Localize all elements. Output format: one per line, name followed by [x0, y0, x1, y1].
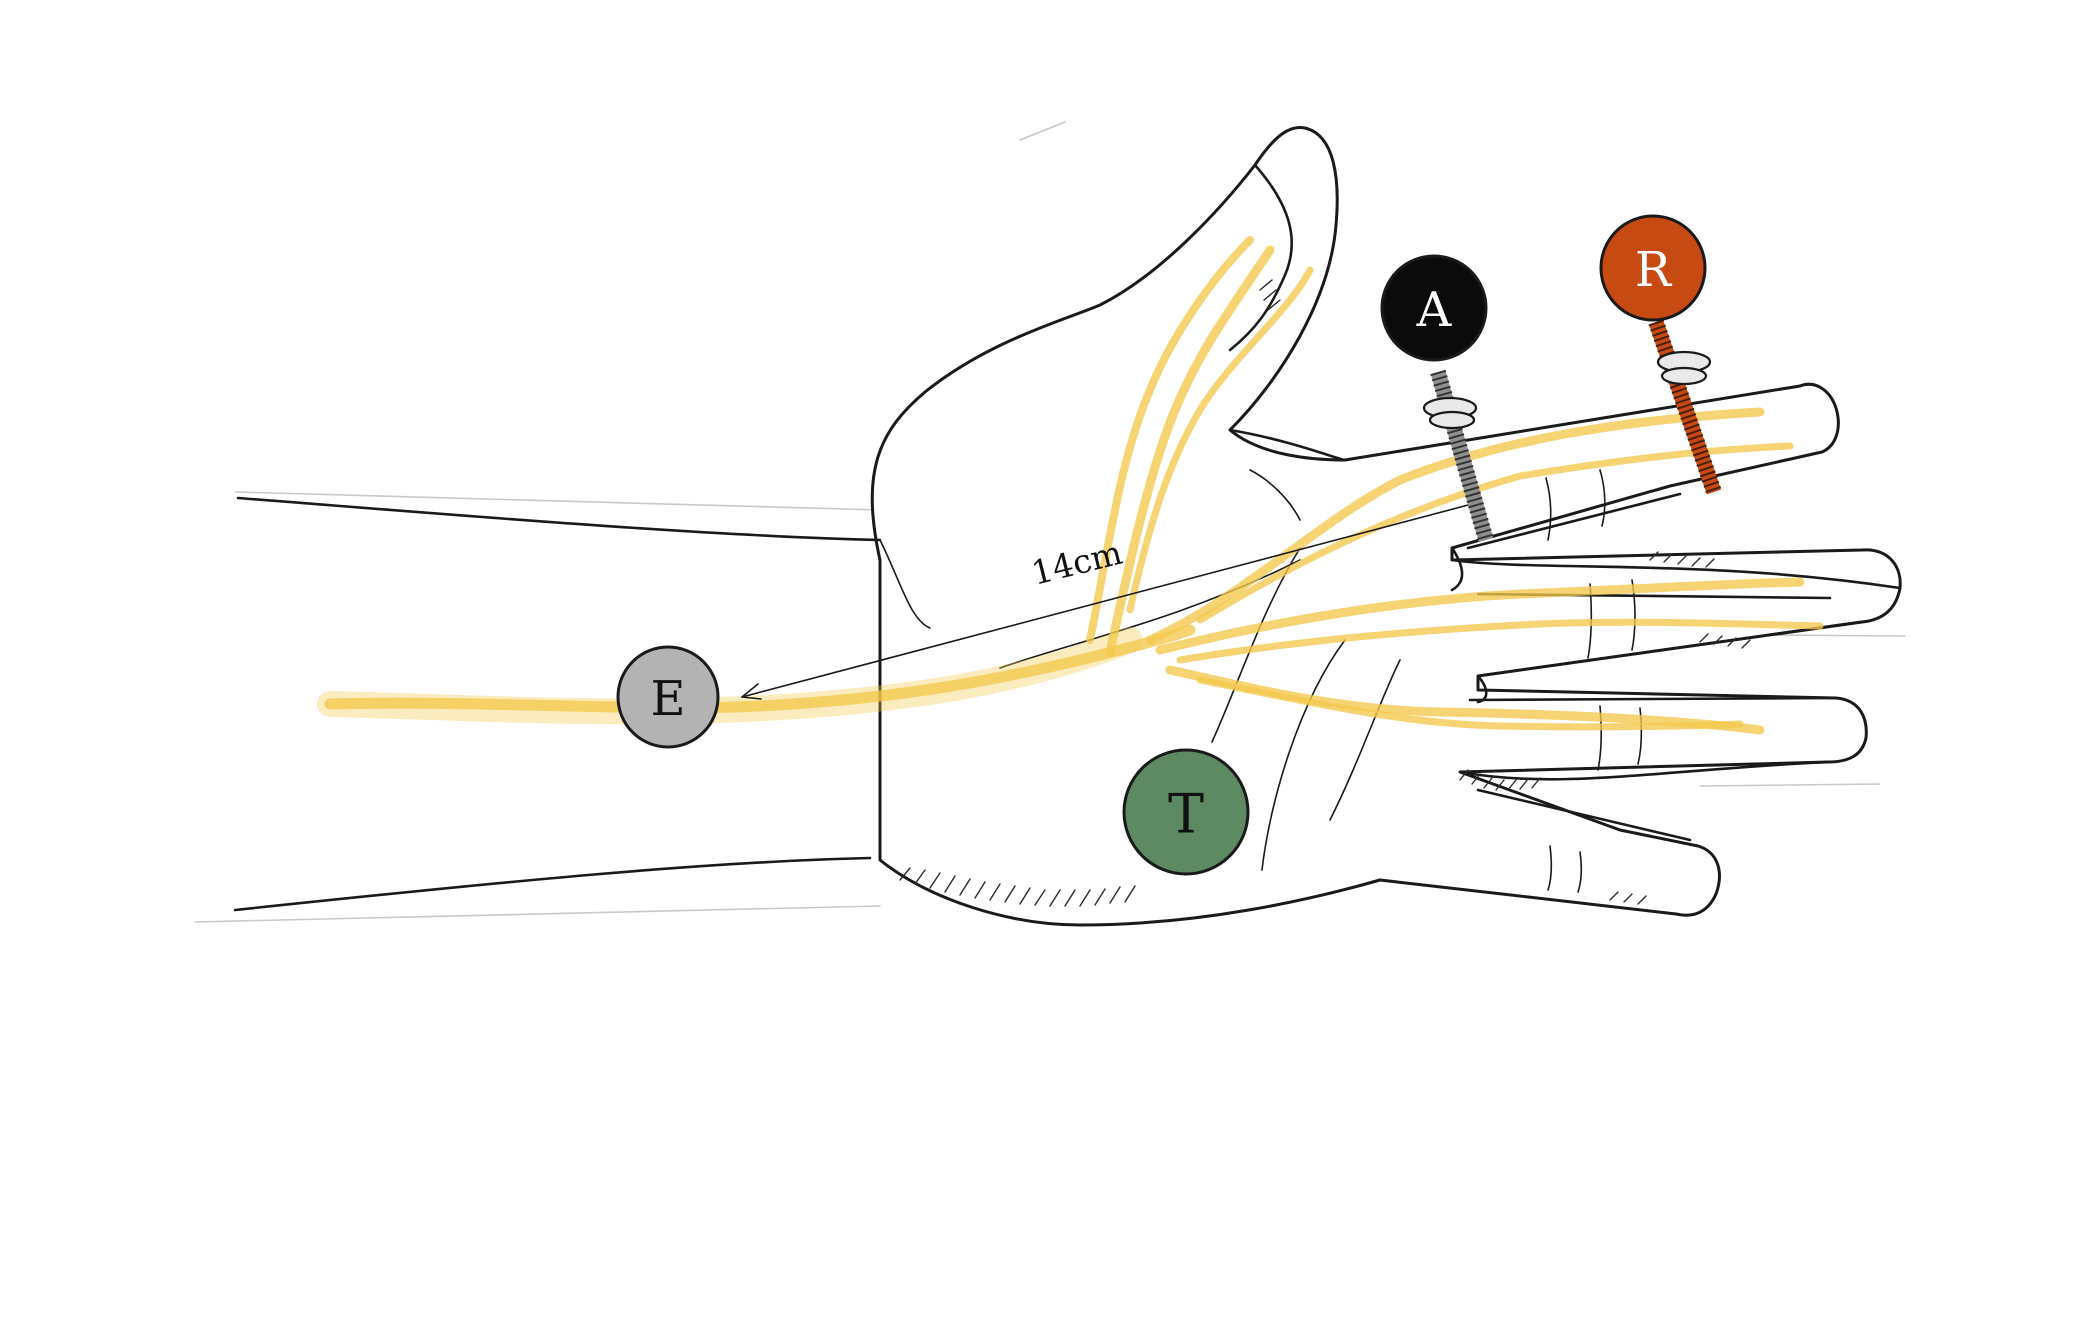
nerve-branch-thumb-1 [1105, 245, 1275, 657]
nerve-branch-thumb-2 [1086, 236, 1254, 644]
measurement-arrowhead [741, 683, 762, 700]
electrode-t-label: T [1168, 783, 1204, 846]
electrode-a-disc [1380, 254, 1488, 362]
electrode-e-disc [616, 645, 720, 749]
ring-electrode-r-clip-lower [1660, 366, 1708, 386]
electrode-r: R [1599, 214, 1707, 322]
nerve-branch-ring-2 [1196, 676, 1744, 731]
electrode-e: E [616, 645, 720, 749]
ring-electrode-r [1648, 319, 1722, 495]
shading-hatch [899, 279, 1751, 907]
electrode-r-disc [1599, 214, 1707, 322]
measurement-line [741, 503, 1473, 698]
nerve-branch-thumb-3 [1126, 266, 1314, 614]
ring-electrode-a-clip-lower [1428, 410, 1476, 430]
electrode-r-label: R [1635, 242, 1673, 298]
electrode-e-label: E [650, 671, 685, 727]
ring-electrode-a [1422, 369, 1494, 543]
nerve-branch-middle-2 [1176, 618, 1824, 664]
ring-electrode-r-coil [1648, 319, 1722, 495]
nerve-branch-middle [1155, 577, 1805, 655]
electrode-t: T [1122, 748, 1250, 876]
electrode-a: A [1380, 254, 1488, 362]
nerve-branch-index [1145, 407, 1765, 645]
electrode-a-label: A [1416, 282, 1453, 338]
electrode-t-disc [1122, 748, 1250, 876]
